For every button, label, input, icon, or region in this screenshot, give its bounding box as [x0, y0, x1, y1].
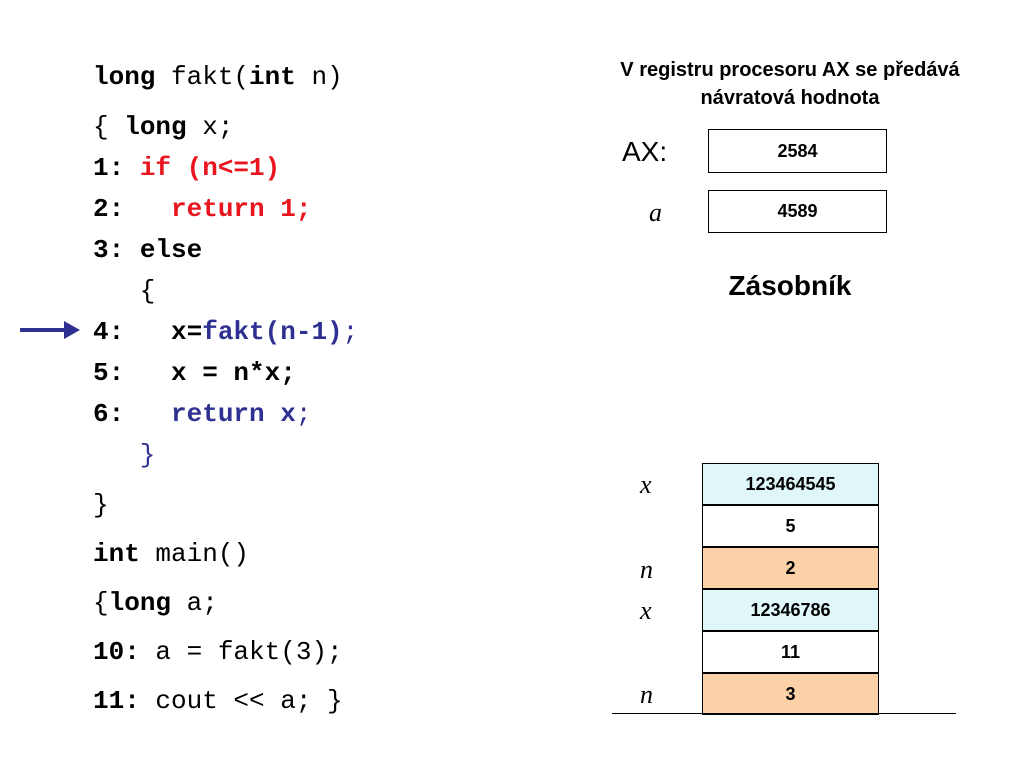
keyword: long [124, 112, 187, 142]
line-number: 11: [93, 686, 140, 716]
code-text: { [93, 276, 156, 306]
code-line-4: 2: return 1; [93, 194, 311, 224]
code-text: main() [139, 539, 250, 569]
stack-cell: 12346786 [702, 589, 879, 631]
code-line-14: 10: a = fakt(3); [93, 637, 343, 667]
line-number: 3: [93, 235, 125, 265]
stack-label-n: n [640, 555, 653, 584]
code-text: if (n<=1) [124, 153, 281, 183]
code-text: } [93, 490, 109, 520]
code-text: { [93, 112, 125, 142]
stack-title: Zásobník [728, 270, 852, 301]
line-number: 4: [93, 317, 125, 347]
code-line-11: } [93, 490, 109, 520]
stack-base-line [612, 713, 956, 714]
code-text: x; [186, 112, 234, 142]
code-line-7: 4: x=fakt(n-1); [93, 317, 358, 347]
code-text: x = n*x; [124, 358, 296, 388]
code-line-13: {long a; [93, 588, 218, 618]
keyword: int [249, 62, 296, 92]
code-text: } [93, 440, 156, 470]
stack-cell: 3 [702, 673, 879, 715]
code-line-6: { [93, 276, 156, 306]
line-number: 2: [93, 194, 125, 224]
ax-register-label: AX: [622, 136, 668, 167]
stack-cell: 2 [702, 547, 879, 589]
code-line-2: { long x; [93, 112, 233, 142]
stack-label-x: x [640, 596, 652, 625]
code-text: a; [171, 588, 218, 618]
code-text: cout << a; } [139, 686, 343, 716]
ax-register-value: 2584 [708, 129, 887, 173]
code-line-5: 3: else [93, 235, 202, 265]
line-number: 1: [93, 153, 125, 183]
code-line-15: 11: cout << a; } [93, 686, 343, 716]
line-number: 10: [93, 637, 140, 667]
code-line-12: int main() [93, 539, 249, 569]
keyword: long [93, 62, 156, 92]
code-text: return x [124, 399, 296, 429]
code-line-8: 5: x = n*x; [93, 358, 296, 388]
stack-cell: 5 [702, 505, 879, 547]
code-line-10: } [93, 440, 156, 470]
variable-a-label: a [649, 198, 662, 227]
variable-a-value: 4589 [708, 190, 887, 233]
keyword: long [108, 588, 172, 618]
current-line-arrow-icon [20, 321, 80, 339]
code-text: ; [295, 399, 312, 429]
code-text: return 1; [124, 194, 312, 224]
code-text: { [93, 588, 109, 618]
caption-text: V registru procesoru AX se předává návra… [620, 59, 960, 109]
stack-label-n: n [640, 680, 653, 709]
code-line-3: 1: if (n<=1) [93, 153, 280, 183]
code-text: x= [124, 317, 203, 347]
code-text: fakt( [155, 62, 250, 92]
code-text: a = fakt(3); [139, 637, 343, 667]
keyword: int [93, 539, 140, 569]
code-line-9: 6: return x; [93, 399, 311, 429]
code-line-1: long fakt(int n) [93, 62, 343, 92]
code-text: else [124, 235, 203, 265]
line-number: 5: [93, 358, 125, 388]
code-text: n) [295, 62, 343, 92]
line-number: 6: [93, 399, 125, 429]
stack-cell: 11 [702, 631, 879, 673]
stack-label-x: x [640, 470, 652, 499]
code-text: fakt(n-1) [202, 317, 343, 347]
code-text: ; [342, 317, 359, 347]
stack-cell: 123464545 [702, 463, 879, 505]
